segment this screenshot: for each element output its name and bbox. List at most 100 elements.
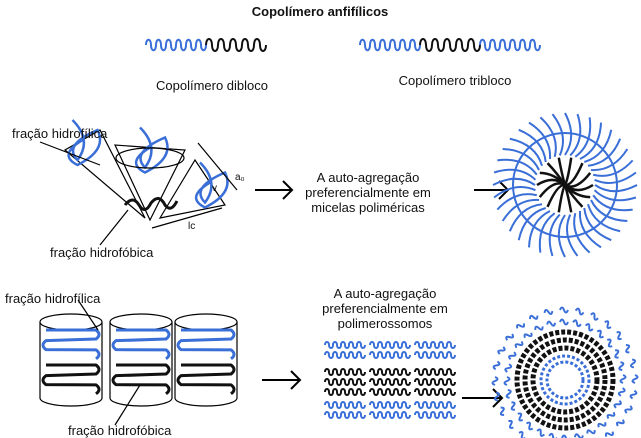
vesicle-outer-chain [572,319,582,328]
micelle-corona-chain [590,148,629,172]
bilayer-top-hydrophilic [414,341,456,349]
bilayer-bottom-hydrophilic [369,401,411,409]
vesicle-outer-chain [604,320,612,330]
bilayer-bottom-hydrophilic [369,411,411,419]
vesicle-outer-chain [543,308,554,315]
process-line: polimerossomos [337,316,433,331]
triblock-hydrophilic-block-right [479,38,541,52]
micelle-corona-chain [590,199,628,222]
micelle-corona-chain [573,212,591,254]
micelle-corona-chain [592,194,633,212]
cylinder-hydrophobic-chains-1 [111,363,171,396]
bilayer-bottom-hydrophilic [324,411,366,419]
cone-hydrophilic-chains-2 [195,161,229,209]
vesicle-outer-chain [606,411,616,420]
lc-dimension-line [151,207,223,229]
micelle-corona-chain [518,128,547,163]
bilayer-hydrophobic [324,388,366,396]
vesicle-outer-chain [584,323,594,332]
vesicle-hydrophilic-label: fração hidrofílica [5,291,101,306]
vesicle-outer-chain [630,358,637,369]
vesicle-outer-chain [514,340,524,349]
bilayer-hydrophobic [369,388,411,396]
vesicle-hydrophobic-ring [530,345,600,415]
micelle-corona-chain [517,207,547,241]
bilayer-hydrophobic [414,368,456,376]
bilayer-top-hydrophilic [324,351,366,359]
diblock-hydrophobic-block [205,38,267,52]
vesicle-outer-chain [618,361,625,372]
v-label: v [212,183,217,194]
vesicle-outer-chain [597,421,607,428]
vesicle-outer-chain [499,406,505,416]
vesicle-outer-chain [536,428,546,437]
micelle-corona-chain [564,112,573,156]
vesicle-outer-chain [631,374,639,384]
micelle-corona-chain [508,203,543,232]
triblock-label: Copolímero tribloco [398,73,512,88]
vesicle-outer-chain [505,388,512,399]
micelle-corona-chain [551,113,564,156]
micelle-corona-chain [493,168,537,181]
bilayer-hydrophobic [369,368,411,376]
micelle-corona-chain [538,212,556,253]
vesicle-outer-chain [492,360,501,371]
bilayer-hydrophobic [414,378,456,386]
micelle-corona-chain [566,214,579,257]
micelle-corona-chain [579,122,602,160]
cylinder-hydrophobic-chains-2 [176,363,236,396]
cylinder-hydrophobic-chains-0 [41,363,101,396]
diblock-hydrophilic-block [145,38,207,52]
micelle-corona-chain [583,129,613,163]
micelle-corona-chain [509,137,543,167]
cylinder-top-2 [174,313,238,331]
micelle-core-chain [564,172,592,188]
vesicle-outer-chain [590,312,599,321]
micelle-corona-chain [574,117,592,158]
vesicle-outer-chain [517,412,524,422]
bilayer-top-hydrophilic [369,341,411,349]
micelle-corona-chain [594,171,637,184]
micelle-corona-chain [493,186,536,199]
vesicle-hydrophobic-ring [514,329,616,431]
cone-hydrophilic-chains-0 [67,119,102,167]
vesicle-outer-chain [574,307,585,316]
vesicle-outer-chain [616,331,622,341]
vesicle-outer-chain [625,344,631,354]
vesicle-outer-chain [504,363,513,373]
vesicle-hydrophobic-ring [522,337,608,423]
micelle-hydrophilic-label: fração hidrofílica [12,126,108,141]
bilayer-top-hydrophilic [414,351,456,359]
micelle-corona-chain [528,121,552,160]
vesicle-outer-chain [497,346,506,355]
vesicle-outer-chain [491,376,499,386]
vesicle-outer-chain [559,318,569,326]
micelle-corona-chain [548,213,561,257]
vesicle-outer-chain [586,429,596,435]
cylinder-top-1 [109,313,173,331]
micelle-corona-chain [502,148,540,171]
vesicle-outer-chain [548,432,558,438]
vesicle-outer-chain [619,374,627,384]
bilayer-hydrophobic [414,388,456,396]
cone-top-ellipse [115,147,185,169]
hydrophobic-pointer [99,209,129,246]
hydrophobic-pointer-2 [114,384,141,426]
micelle-corona-chain [583,207,612,242]
lc-label: lc [188,221,196,232]
micelle-core-chain [557,184,567,213]
vesicle-outer-chain [503,376,511,386]
vesicle-outer-chain [518,430,526,438]
arrow-to-bilayer-head [290,370,302,390]
vesicle-outer-chain [629,389,638,400]
cone-hydrophilic-chains-1 [135,126,169,174]
vesicle-outer-chain [624,405,633,414]
vesicle-outer-chain [561,434,570,438]
micelle-corona-chain [497,158,538,176]
micelle-corona-chain [528,210,551,248]
diblock-label: Copolímero dibloco [155,78,269,93]
vesicle-outer-chain [559,306,569,314]
micelle-core-chain [563,157,573,186]
micelle-corona-chain [492,177,536,186]
